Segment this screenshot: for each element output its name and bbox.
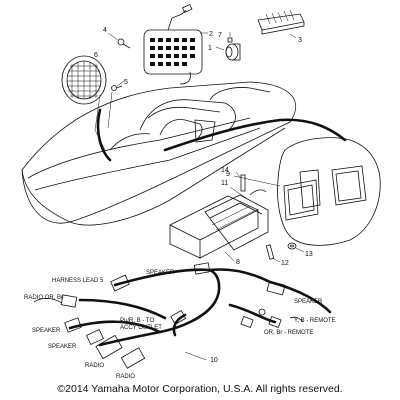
part-10-wiring-harness xyxy=(33,268,332,347)
label-harness-lead: HARNESS LEAD 5 xyxy=(52,278,104,284)
callout-4: 4 xyxy=(103,27,107,34)
callout-13: 13 xyxy=(305,251,313,258)
label-pu-r-b-line1: Pu/R, B - TO xyxy=(120,318,154,324)
part-2-control-panel xyxy=(143,3,208,85)
label-or-br-remote: OR, Br - REMOTE xyxy=(264,330,313,336)
part-7-screw xyxy=(227,32,233,43)
callout-6: 6 xyxy=(94,52,98,59)
part-3-bracket xyxy=(257,9,305,39)
part-6-speaker xyxy=(61,55,107,105)
label-radio-1: RADIO xyxy=(85,363,104,369)
callout-7: 7 xyxy=(218,32,222,39)
callout-5: 5 xyxy=(124,79,128,86)
harness-connectors xyxy=(60,262,286,369)
speaker-cable xyxy=(96,108,112,162)
part-14-stud xyxy=(235,171,246,192)
callout-9: 9 xyxy=(226,171,230,178)
label-radio-2: RADIO xyxy=(116,374,135,380)
label-speaker-top: SPEAKER xyxy=(146,270,175,276)
callout-11: 11 xyxy=(221,180,228,187)
part-9-radio-frame xyxy=(233,175,319,221)
label-speaker-bottom: SPEAKER xyxy=(48,344,77,350)
main-harness-cable xyxy=(163,118,347,152)
part-1-switch xyxy=(215,43,241,61)
part-5-screw xyxy=(111,80,125,91)
copyright-notice: ©2014 Yamaha Motor Corporation, U.S.A. A… xyxy=(57,383,343,395)
callout-12: 12 xyxy=(281,260,289,267)
callout-10: 10 xyxy=(210,357,218,364)
callout-1: 1 xyxy=(208,45,212,52)
part-4-screw xyxy=(107,32,131,49)
console-cover xyxy=(277,137,381,246)
label-speaker-right: SPEAKER xyxy=(294,299,323,305)
callout-3: 3 xyxy=(298,37,302,44)
watercraft-hull xyxy=(21,81,296,226)
label-pu-r-b-line2: ACCY OUTLET xyxy=(120,325,162,331)
part-12-bolt xyxy=(265,244,281,263)
callout-2: 2 xyxy=(209,31,213,38)
label-radio-or-br: RADIO OR, Br xyxy=(24,295,63,301)
callout-8: 8 xyxy=(236,259,240,266)
label-speaker-left: SPEAKER xyxy=(32,328,61,334)
callout-14: 14 xyxy=(221,167,229,174)
label-y-b-remote: Y, B - REMOTE xyxy=(294,318,336,324)
part-8-radio-unit xyxy=(169,186,269,259)
part-13-nut xyxy=(287,242,305,253)
